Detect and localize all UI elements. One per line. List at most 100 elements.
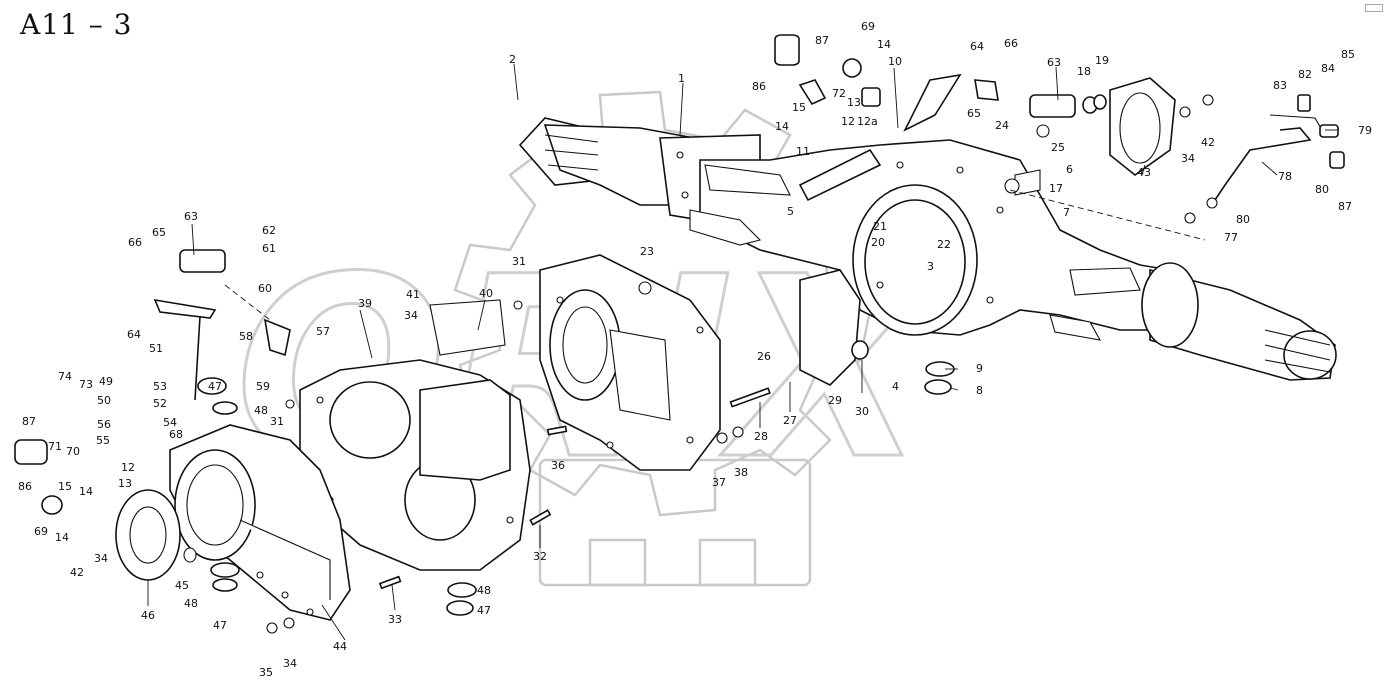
callout-15-top: 15 (792, 101, 806, 114)
callout-12-left: 12 (121, 461, 135, 474)
callout-15-left: 15 (58, 480, 72, 493)
callout-31-top: 31 (512, 255, 526, 268)
corner-mark (1365, 4, 1383, 12)
small-components (14, 34, 1345, 634)
callout-57: 57 (316, 325, 330, 338)
callout-69-left: 69 (34, 525, 48, 538)
callout-50: 50 (97, 394, 111, 407)
callout-59: 59 (256, 380, 270, 393)
callout-72: 72 (832, 87, 846, 100)
callout-37: 37 (712, 476, 726, 489)
flange-ring (1109, 77, 1176, 177)
callout-74: 74 (58, 370, 72, 383)
callout-12a: 12a (857, 115, 878, 128)
brake-pipe (1214, 114, 1326, 201)
callout-48-bottom: 48 (184, 597, 198, 610)
callout-73: 73 (79, 378, 93, 391)
callout-32: 32 (533, 550, 547, 563)
callout-87-left: 87 (22, 415, 36, 428)
callout-66-right: 66 (1004, 37, 1018, 50)
callout-42-left: 42 (70, 566, 84, 579)
callout-33: 33 (388, 613, 402, 626)
callout-2: 2 (509, 53, 516, 66)
callout-14-left: 14 (79, 485, 93, 498)
callout-26: 26 (757, 350, 771, 363)
callout-45: 45 (175, 579, 189, 592)
callout-4: 4 (892, 380, 899, 393)
callout-48-top: 48 (254, 404, 268, 417)
callout-14-b: 14 (877, 38, 891, 51)
callout-24: 24 (995, 119, 1009, 132)
callout-65-right: 65 (967, 107, 981, 120)
front-housing (169, 424, 351, 621)
callout-80-mid: 80 (1236, 213, 1250, 226)
callout-87-right: 87 (1338, 200, 1352, 213)
assembly-line (1009, 189, 1206, 241)
callout-34-right: 34 (1181, 152, 1195, 165)
callout-80-right: 80 (1315, 183, 1329, 196)
axle-housing (518, 117, 1337, 381)
callout-41: 41 (406, 288, 420, 301)
callout-1: 1 (678, 72, 685, 85)
callout-29: 29 (828, 394, 842, 407)
page-title: A11 – 3 (20, 8, 133, 41)
callout-28: 28 (754, 430, 768, 443)
callout-13-top: 13 (847, 96, 861, 109)
callout-58: 58 (239, 330, 253, 343)
callout-39: 39 (358, 297, 372, 310)
callout-3: 3 (927, 260, 934, 273)
callout-21: 21 (873, 220, 887, 233)
callout-64-left: 64 (127, 328, 141, 341)
gear-housing (539, 254, 861, 471)
callout-77: 77 (1224, 231, 1238, 244)
callout-labels: 1 2 3 4 5 6 7 8 9 10 11 12 12a 13 14 14 … (18, 20, 1372, 679)
callout-54: 54 (163, 416, 177, 429)
callout-42-right: 42 (1201, 136, 1215, 149)
callout-62: 62 (262, 224, 276, 237)
callout-68: 68 (169, 428, 183, 441)
callout-10: 10 (888, 55, 902, 68)
callout-44: 44 (333, 640, 347, 653)
callout-34-top: 34 (404, 309, 418, 322)
callout-30: 30 (855, 405, 869, 418)
callout-71: 71 (48, 440, 62, 453)
callout-60: 60 (258, 282, 272, 295)
callout-70: 70 (66, 445, 80, 458)
callout-65-left: 65 (152, 226, 166, 239)
callout-17: 17 (1049, 182, 1063, 195)
callout-53: 53 (153, 380, 167, 393)
callout-69-top: 69 (861, 20, 875, 33)
callout-52: 52 (153, 397, 167, 410)
callout-64-right: 64 (970, 40, 984, 53)
callout-13-left: 13 (118, 477, 132, 490)
callout-20: 20 (871, 236, 885, 249)
callout-25: 25 (1051, 141, 1065, 154)
callout-35: 35 (259, 666, 273, 679)
callout-38: 38 (734, 466, 748, 479)
callout-51: 51 (149, 342, 163, 355)
callout-55: 55 (96, 434, 110, 447)
callout-49: 49 (99, 375, 113, 388)
callout-85: 85 (1341, 48, 1355, 61)
callout-9: 9 (976, 362, 983, 375)
callout-46: 46 (141, 609, 155, 622)
callout-11: 11 (796, 145, 810, 158)
callout-8: 8 (976, 384, 983, 397)
callout-40: 40 (479, 287, 493, 300)
callout-61: 61 (262, 242, 276, 255)
callout-63-left: 63 (184, 210, 198, 223)
callout-5: 5 (787, 205, 794, 218)
callout-27: 27 (783, 414, 797, 427)
callout-31-b: 31 (270, 415, 284, 428)
callout-47-bottom: 47 (213, 619, 227, 632)
callout-63-right: 63 (1047, 56, 1061, 69)
callout-19: 19 (1095, 54, 1109, 67)
callout-83: 83 (1273, 79, 1287, 92)
callout-66-left: 66 (128, 236, 142, 249)
callout-47-mid: 47 (477, 604, 491, 617)
callout-34-bottom: 34 (283, 657, 297, 670)
callout-12-top: 12 (841, 115, 855, 128)
callout-36: 36 (551, 459, 565, 472)
callout-56: 56 (97, 418, 111, 431)
